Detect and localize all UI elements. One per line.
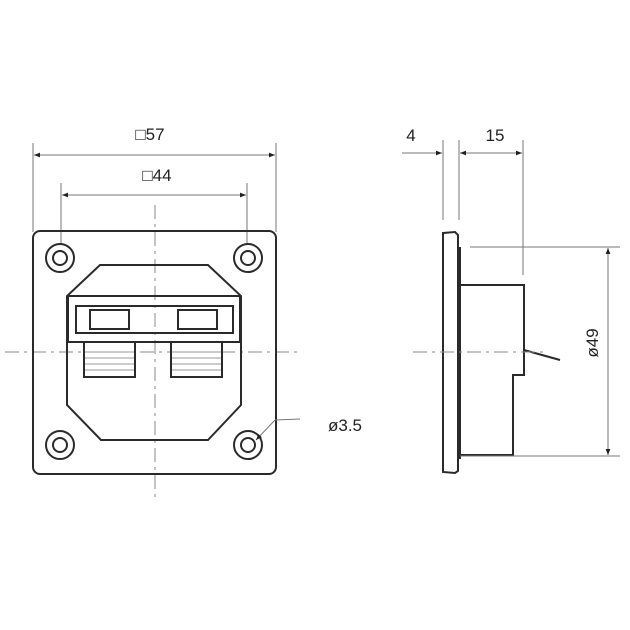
dimension-outer-width: □57 (32, 125, 277, 232)
hole-spacing-label: □44 (142, 166, 171, 185)
hole-diameter-label: ø3.5 (328, 416, 362, 435)
terminal-button-right (177, 309, 218, 330)
outer-dimension-label: □57 (135, 125, 164, 144)
mounting-hole-bottom-right (233, 430, 263, 460)
front-view: □57 □44 (5, 125, 362, 500)
hole-diameter-callout: ø3.5 (255, 416, 362, 441)
side-flange (442, 230, 459, 475)
mounting-hole-top-right (233, 243, 263, 273)
side-body (461, 284, 525, 456)
spring-clip-right (170, 341, 223, 378)
side-view: 4 15 ø49 (402, 126, 620, 475)
terminal-slot-frame (75, 305, 234, 334)
dimension-depth: 15 (460, 126, 522, 156)
mounting-hole-top-left (45, 243, 75, 273)
terminal-bar (67, 295, 241, 343)
dimension-diameter: ø49 (460, 246, 620, 457)
dimension-flange-thickness: 4 (402, 126, 442, 156)
flange-thickness-label: 4 (406, 126, 415, 145)
mounting-plate (32, 230, 277, 475)
mounting-hole-bottom-left (45, 430, 75, 460)
diameter-label: ø49 (583, 328, 602, 357)
spring-clip-left (83, 341, 136, 378)
dimension-hole-spacing: □44 (60, 166, 248, 245)
terminal-button-left (89, 309, 130, 330)
depth-label: 15 (486, 126, 505, 145)
